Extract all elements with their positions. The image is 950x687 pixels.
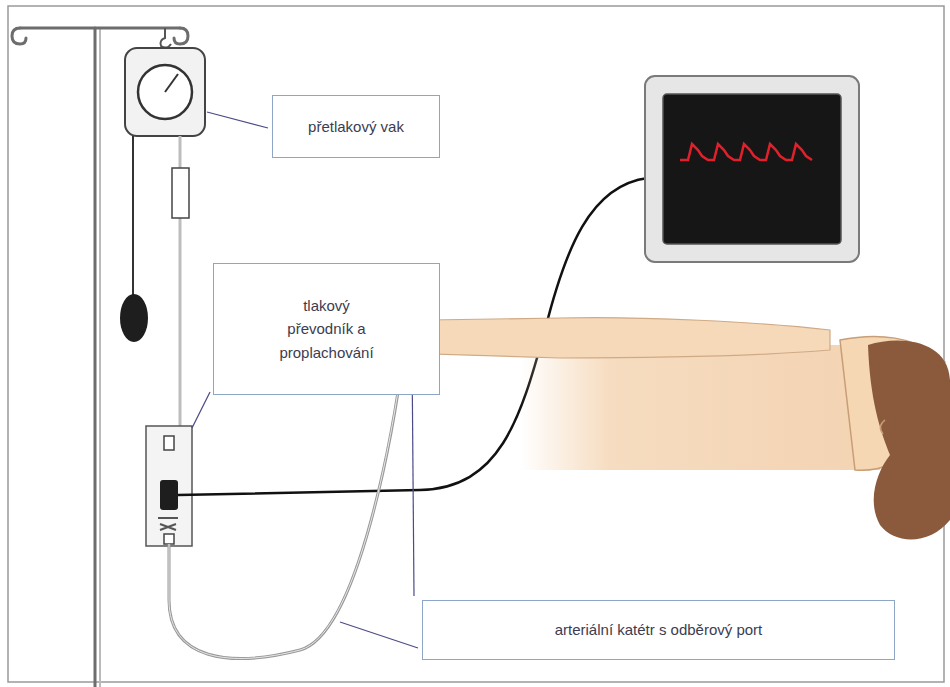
inflation-bulb [120,294,148,342]
label-box: tlakový převodník a proplachování [213,263,440,395]
pressure-waveform [680,144,812,160]
monitor [645,76,859,262]
pressure-bag [120,28,205,342]
bulb-tube [132,136,134,295]
leader-line [340,622,418,648]
pole-hook [12,28,26,44]
monitor-case [645,76,859,262]
flush-line [172,136,189,428]
pressure-transducer [146,426,192,546]
frame [8,6,944,682]
leader-line [192,392,210,428]
bag-body [125,48,205,136]
patient-ear [880,420,885,434]
drip-chamber [172,168,189,218]
monitor-screen [663,94,841,244]
pole-shaft [94,28,97,687]
pole-shaft-highlight [99,28,101,687]
arterial-tubing-core [169,350,404,658]
transducer-outlet [164,534,174,544]
pressure-gauge [138,65,192,119]
label-box: přetlakový vak [272,95,440,158]
stopcock [158,518,178,530]
transducer-plate [146,426,192,546]
patient-body [520,345,880,470]
pole-bar [20,27,180,30]
gauge-needle [165,74,178,92]
label-box: arteriální katétr s odběrový port [422,600,895,660]
label-text: přetlakový vak [308,115,404,138]
arterial-tubing [169,350,404,658]
patient-hair [868,341,950,540]
transducer-connector [160,480,178,510]
label-text: arteriální katétr s odběrový port [555,618,763,641]
leader-line [207,112,268,128]
transducer-port [164,436,174,450]
label-text: tlakový převodník a proplachování [271,294,383,364]
pole-hook [174,28,188,44]
bag-hook [161,28,172,48]
